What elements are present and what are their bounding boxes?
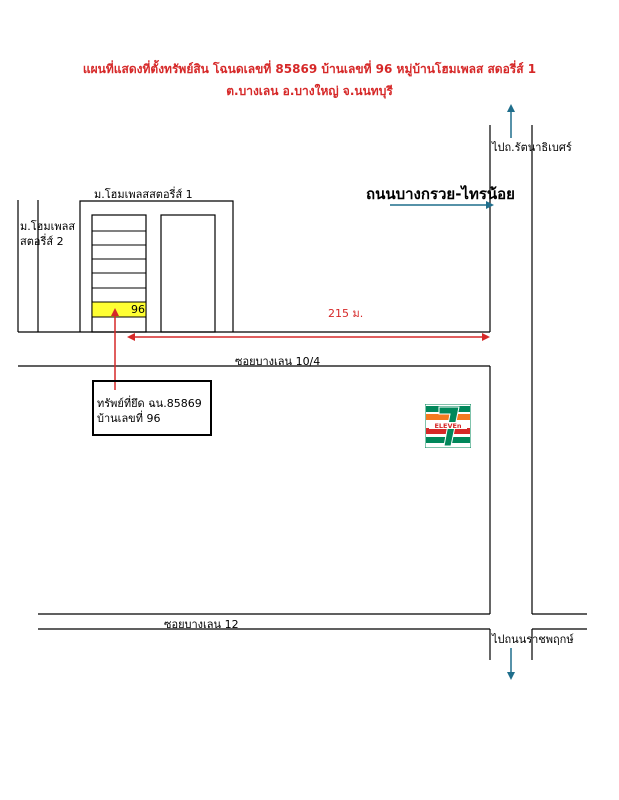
village1-boundary bbox=[79, 200, 234, 332]
village1-label: ม.โฮมเพลสสตอรี่ส์ 1 bbox=[94, 188, 193, 201]
map-title: แผนที่แสดงที่ตั้งทรัพย์สิน โฉนดเลขที่ 85… bbox=[82, 62, 537, 76]
to-south-label: ไปถนนราชพฤกษ์ bbox=[492, 633, 574, 646]
village2-label-line2: สตอรี่ส์ 2 bbox=[20, 235, 64, 248]
property-pointer-head bbox=[111, 308, 119, 316]
property-callout-line1: ทรัพย์ที่ยึด ฉน.85869 bbox=[97, 397, 202, 410]
south-arrow-head bbox=[507, 672, 515, 680]
village2-label-line1: ม.โฮมเพลส bbox=[20, 220, 76, 233]
north-arrow-head bbox=[507, 104, 515, 112]
distance-arrow-head-left bbox=[127, 333, 135, 341]
to-north-label: ไปถ.รัตนาธิเบศร์ bbox=[492, 141, 572, 154]
map-subtitle: ต.บางเลน อ.บางใหญ่ จ.นนทบุรี bbox=[226, 84, 393, 98]
property-callout-line2: บ้านเลขที่ 96 bbox=[97, 412, 161, 425]
soi-10-4-label: ซอยบางเลน 10/4 bbox=[235, 355, 321, 368]
village1-second-block bbox=[160, 214, 216, 333]
main-road-label: ถนนบางกรวย-ไทรน้อย bbox=[366, 185, 515, 203]
seven-eleven-logo: ELEVEn bbox=[424, 403, 472, 449]
svg-text:ELEVEn: ELEVEn bbox=[434, 422, 461, 430]
distance-label: 215 ม. bbox=[328, 307, 364, 320]
main-road-arrow-head bbox=[486, 201, 494, 209]
property-callout-box: ทรัพย์ที่ยึด ฉน.85869 บ้านเลขที่ 96 bbox=[92, 380, 212, 436]
house-number-label: 96 bbox=[131, 303, 145, 316]
soi-12-label: ซอยบางเลน 12 bbox=[164, 618, 239, 631]
distance-arrow-head-right bbox=[482, 333, 490, 341]
